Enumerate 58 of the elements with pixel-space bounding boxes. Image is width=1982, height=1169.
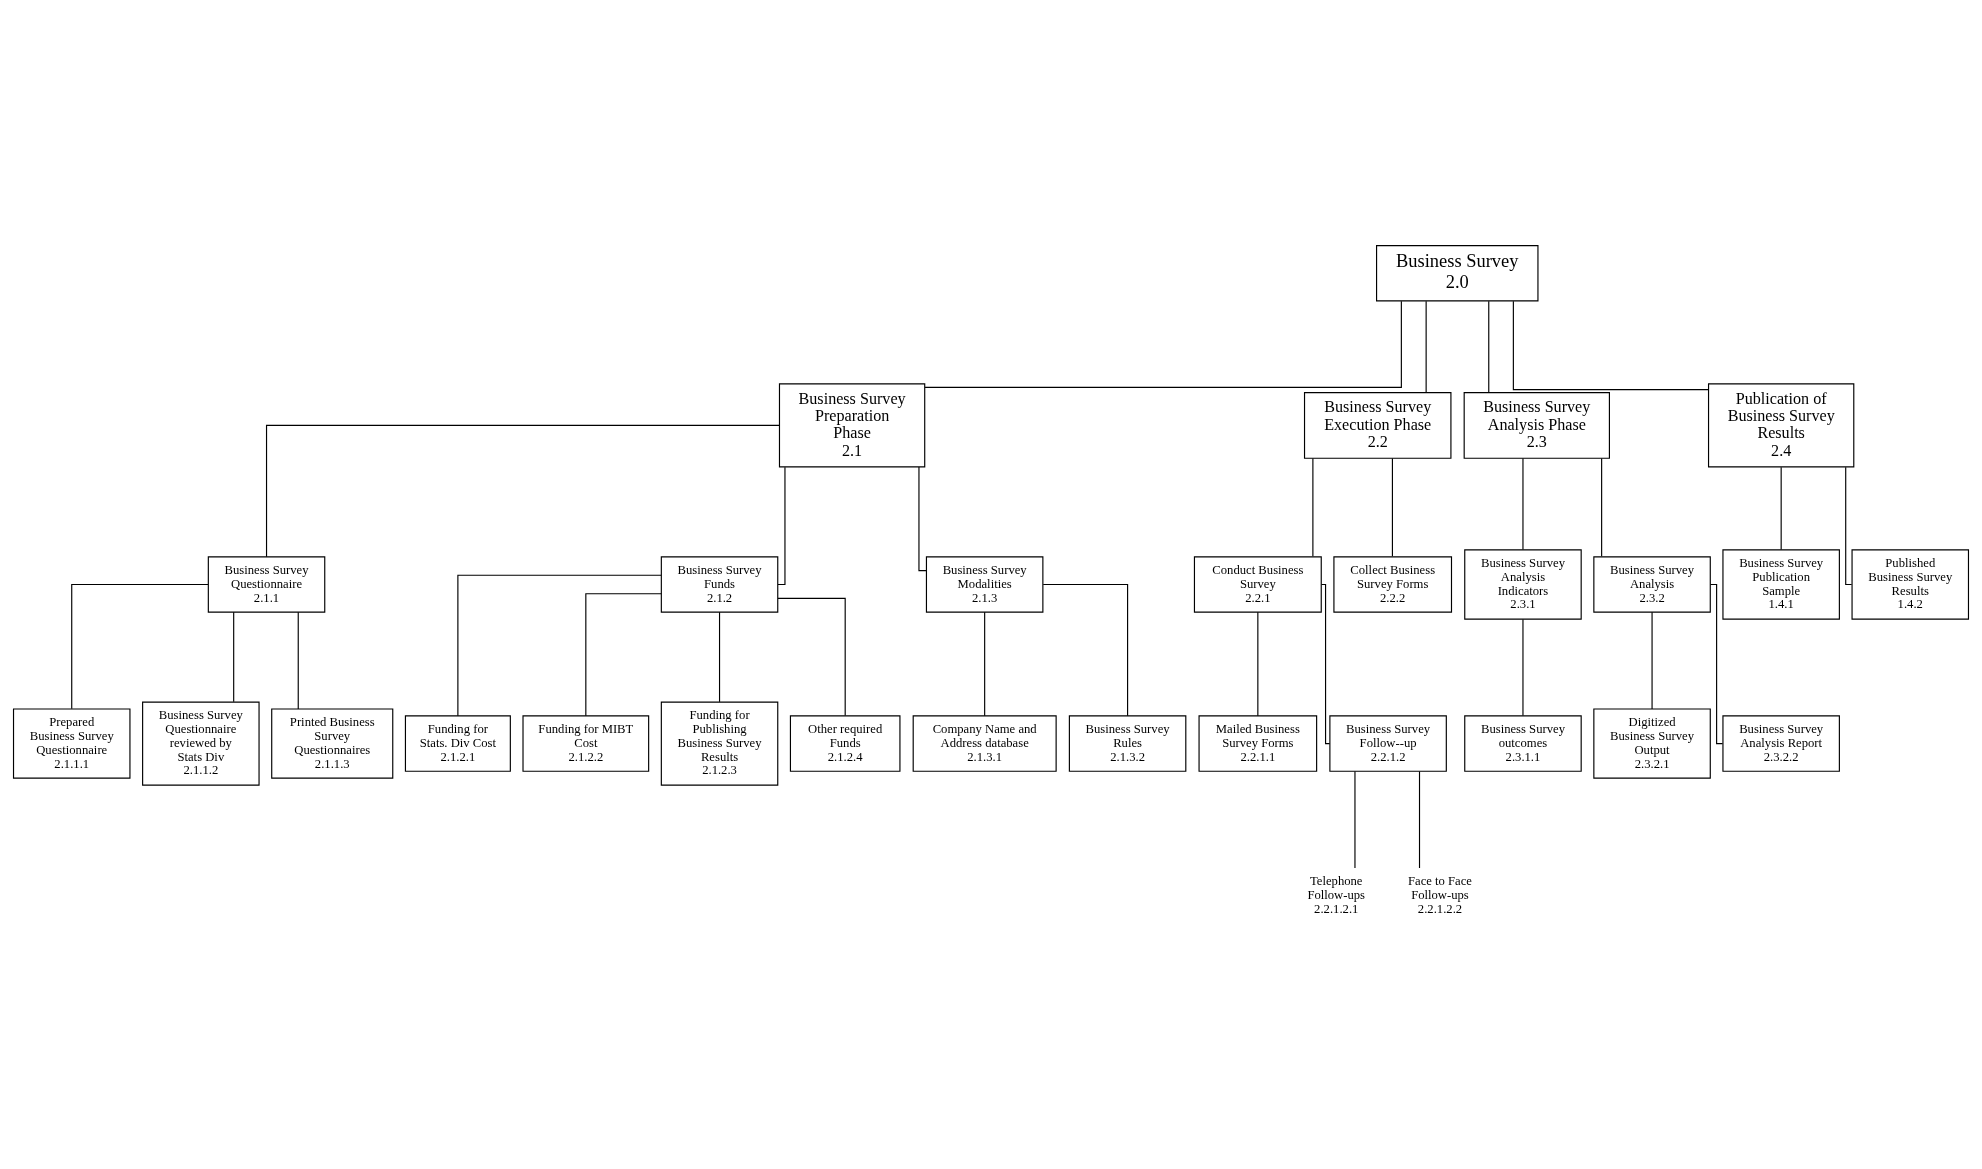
connector bbox=[1391, 457, 1393, 557]
connector bbox=[1425, 300, 1427, 393]
connector bbox=[1418, 770, 1421, 869]
connector bbox=[1512, 300, 1709, 391]
connector bbox=[1488, 300, 1490, 393]
node-text: Face to Face Follow-ups 2.2.1.2.2 bbox=[1407, 874, 1472, 916]
node-box: Business Survey Modalities 2.1.3 bbox=[925, 556, 1044, 613]
node-box: Business Survey outcomes 2.3.1.1 bbox=[1464, 715, 1582, 772]
connector bbox=[265, 424, 780, 558]
node-box: Business Survey Analysis Indicators 2.3.1 bbox=[1464, 549, 1582, 620]
node-box: Published Business Survey Results 1.4.2 bbox=[1851, 549, 1970, 620]
connector bbox=[1320, 583, 1331, 745]
connector bbox=[1354, 770, 1356, 869]
connector bbox=[1312, 457, 1314, 557]
connector bbox=[1780, 466, 1782, 550]
connector bbox=[585, 593, 662, 717]
node-box: Business Survey 2.0 bbox=[1376, 245, 1539, 302]
node-box: Business Survey Analysis Report 2.3.2.2 bbox=[1722, 715, 1840, 772]
connector bbox=[777, 466, 786, 586]
connector bbox=[297, 611, 299, 710]
node-box: Business Survey Questionnaire 2.1.1 bbox=[207, 556, 326, 613]
node-box: Collect Business Survey Forms 2.2.2 bbox=[1333, 556, 1453, 613]
connector bbox=[1601, 457, 1603, 557]
connector bbox=[924, 300, 1402, 388]
connector bbox=[777, 597, 846, 717]
connector bbox=[1710, 583, 1724, 745]
connector bbox=[1522, 457, 1524, 550]
connector bbox=[918, 466, 927, 572]
node-text: Telephone Follow-ups 2.2.1.2.1 bbox=[1307, 874, 1366, 916]
node-box: Conduct Business Survey 2.2.1 bbox=[1193, 556, 1322, 613]
connector bbox=[1042, 583, 1129, 717]
node-box: Business Survey Analysis 2.3.2 bbox=[1593, 556, 1711, 613]
connector bbox=[984, 611, 986, 717]
node-box: Business Survey Questionnaire reviewed by Stats Div 2.1.1.2 bbox=[142, 701, 260, 786]
connector bbox=[71, 583, 209, 710]
connector bbox=[718, 611, 721, 703]
node-box: Other required Funds 2.1.2.4 bbox=[789, 715, 901, 772]
connector bbox=[233, 611, 235, 703]
node-box: Printed Business Survey Questionnaires 2.1.1.3 bbox=[271, 708, 394, 779]
node-box: Business Survey Publication Sample 1.4.1 bbox=[1722, 549, 1840, 620]
node-box: Funding for MIBT Cost 2.1.2.2 bbox=[522, 715, 650, 772]
node-box: Digitized Business Survey Output 2.3.2.1 bbox=[1593, 708, 1711, 779]
node-box: Business Survey Follow--up 2.2.1.2 bbox=[1329, 715, 1447, 772]
node-box: Business Survey Preparation Phase 2.1 bbox=[778, 383, 926, 468]
connector bbox=[1257, 611, 1259, 717]
node-box: Company Name and Address database 2.1.3.1 bbox=[912, 715, 1057, 772]
node-box: Funding for Stats. Div Cost 2.1.2.1 bbox=[404, 715, 511, 772]
connector bbox=[1522, 618, 1524, 717]
node-box: Business Survey Funds 2.1.2 bbox=[660, 556, 779, 613]
connector bbox=[1651, 611, 1653, 710]
node-box: Business Survey Execution Phase 2.2 bbox=[1303, 392, 1452, 459]
node-box: Business Survey Rules 2.1.3.2 bbox=[1068, 715, 1187, 772]
node-box: Mailed Business Survey Forms 2.2.1.1 bbox=[1198, 715, 1318, 772]
node-box: Funding for Publishing Business Survey Results 2.1.2.3 bbox=[660, 701, 779, 786]
node-box: Prepared Business Survey Questionnaire 2.1.1.1 bbox=[12, 708, 131, 779]
node-box: Publication of Business Survey Results 2.4 bbox=[1707, 383, 1855, 468]
node-box: Business Survey Analysis Phase 2.3 bbox=[1463, 392, 1610, 459]
connector bbox=[457, 574, 662, 717]
